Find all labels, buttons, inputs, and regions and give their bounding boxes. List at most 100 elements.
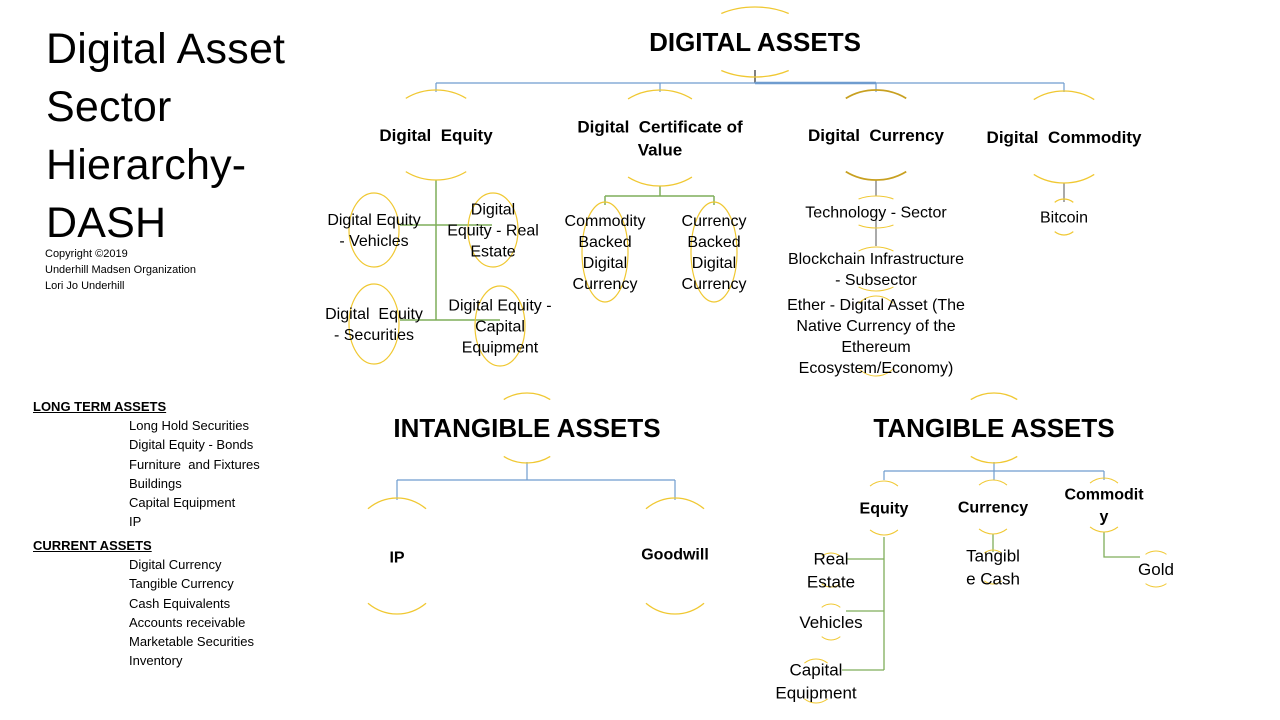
digital-currency-child-0-label-line: Technology - Sector bbox=[805, 205, 947, 222]
digital-asset-node-0-bottom-arc bbox=[405, 171, 467, 181]
digital-currency-child-1-bottom-arc bbox=[858, 286, 894, 292]
tangible-node-0-top-arc bbox=[869, 480, 899, 487]
list-item: Digital Currency bbox=[129, 557, 222, 572]
digital-currency-child-2-bottom-arc bbox=[858, 368, 894, 377]
tangible-currency-child-0-label-line: e Cash bbox=[966, 569, 1020, 588]
digital-equity-child-2-label: Digital Equity- Securities bbox=[325, 306, 423, 344]
intangible-child-0-label-line: IP bbox=[389, 550, 404, 567]
list-item: Digital Equity - Bonds bbox=[129, 437, 254, 453]
tangible-node-0-bottom-arc bbox=[869, 529, 899, 536]
digital-certificate-child-1-label-line: Backed bbox=[687, 234, 740, 251]
digital-currency-child-2-label-line: Ecosystem/Economy) bbox=[799, 360, 954, 377]
digital-currency-child-2-label-line: Native Currency of the bbox=[796, 318, 955, 335]
digital-certificate-child-1-label-line: Currency bbox=[682, 276, 747, 293]
digital-equity-child-0-ellipse bbox=[348, 192, 400, 268]
digital-asset-node-2-top-arc bbox=[845, 89, 907, 100]
tangible-equity-child-2-top-arc bbox=[804, 658, 828, 664]
digital-equity-child-3-label-line: Equipment bbox=[462, 340, 539, 357]
digital-currency-child-2-label-line: Ether - Digital Asset (The bbox=[787, 297, 965, 314]
tangible-equity-child-0-bottom-arc bbox=[821, 583, 841, 588]
tangible-root-label: TANGIBLE ASSETS bbox=[873, 413, 1114, 443]
digital-certificate-child-0-ellipse bbox=[581, 201, 629, 303]
current-assets-heading: CURRENT ASSETS bbox=[33, 538, 152, 553]
tangible-equity-child-1-top-arc bbox=[821, 603, 841, 608]
list-item: Buildings bbox=[129, 475, 182, 491]
digital-equity-child-1-label-line: Equity - Real bbox=[447, 223, 539, 240]
node-labels: DIGITAL ASSETS Digital Equity Digital Cert… bbox=[325, 27, 1174, 702]
list-item: Long Hold Securities bbox=[129, 418, 249, 433]
digital-certificate-child-0-label-line: Digital bbox=[583, 255, 627, 272]
digital-certificate-child-1-label-line: Currency bbox=[682, 213, 747, 230]
tangible-node-2-label: Commodit y bbox=[1064, 487, 1144, 526]
digital-asset-node-2-label: Digital Currency bbox=[808, 126, 945, 145]
digital-asset-node-0-label: Digital Equity bbox=[379, 126, 493, 145]
tangible-node-2-bottom-arc bbox=[1089, 526, 1119, 533]
tangible-commodity-child-0-label: Gold bbox=[1138, 560, 1174, 579]
tangible-node-1-bottom-arc bbox=[978, 528, 1008, 535]
digital-asset-node-2-label-line: Digital Currency bbox=[808, 126, 945, 145]
tangible-currency-child-0-bottom-arc bbox=[983, 580, 1003, 585]
tangible-equity-child-0-label-line: Real bbox=[814, 549, 849, 568]
copyright-block: Copyright ©2019 Underhill Madsen Organiz… bbox=[45, 246, 196, 294]
list-item: Cash Equivalents bbox=[129, 595, 231, 611]
digital-currency-child-0-bottom-arc bbox=[858, 224, 894, 229]
intangible-root-bottom-arc bbox=[503, 455, 551, 464]
tangible-node-0-label: Equity bbox=[860, 501, 909, 518]
digital-currency-child-0-label: Technology - Sector bbox=[805, 205, 947, 222]
intangible-child-1-label-line: Goodwill bbox=[641, 547, 709, 564]
tangible-root-label-line: TANGIBLE ASSETS bbox=[873, 413, 1114, 443]
intangible-child-1-label: Goodwill bbox=[641, 547, 709, 564]
copyright-line: Underhill Madsen Organization bbox=[45, 264, 197, 276]
tangible-equity-child-0-label-line: Estate bbox=[807, 572, 855, 591]
tangible-node-2-label-line: Commodit bbox=[1064, 487, 1144, 504]
digital-currency-child-0-top-arc bbox=[858, 195, 894, 200]
digital-asset-node-0-label-line: Digital Equity bbox=[379, 126, 493, 145]
long-term-assets-list: Long Hold Securities Digital Equity - Bo… bbox=[129, 416, 260, 532]
digital-asset-node-3-label: Digital Commodity bbox=[987, 128, 1142, 147]
tangible-commodity-child-0-label-line: Gold bbox=[1138, 560, 1174, 579]
digital-asset-node-0-top-arc bbox=[405, 89, 467, 99]
tangible-equity-child-2-bottom-arc bbox=[804, 698, 828, 704]
digital-certificate-child-0-label-line: Commodity bbox=[565, 213, 646, 230]
list-item: IP bbox=[129, 514, 142, 530]
digital-asset-node-1-top-arc bbox=[627, 89, 693, 100]
tangible-node-0-label-line: Equity bbox=[860, 501, 909, 518]
digital-asset-node-2-bottom-arc bbox=[845, 170, 907, 181]
tangible-node-2-label-line: y bbox=[1100, 509, 1109, 526]
digital-assets-root-label: DIGITAL ASSETS bbox=[649, 27, 861, 57]
tangible-root-top-arc bbox=[970, 392, 1018, 401]
digital-commodity-child-0-top-arc bbox=[1054, 198, 1074, 203]
digital-asset-node-1-label-line: Digital Certificate of bbox=[577, 117, 743, 136]
list-item: Accounts receivable bbox=[129, 614, 246, 630]
digital-equity-child-2-label-line: - Securities bbox=[334, 327, 414, 344]
intangible-child-0-top-arc bbox=[367, 497, 427, 510]
list-item: Furniture and Fixtures bbox=[129, 456, 260, 472]
digital-currency-child-1-label-line: - Subsector bbox=[835, 272, 917, 289]
list-item: Tangible Currency bbox=[129, 576, 234, 592]
intangible-child-0-label: IP bbox=[389, 550, 404, 567]
digital-commodity-child-0-bottom-arc bbox=[1054, 231, 1074, 236]
digital-equity-child-0-label: Digital Equity- Vehicles bbox=[327, 212, 420, 250]
connector-line bbox=[1103, 532, 1140, 558]
digital-equity-child-1-label-line: Digital bbox=[471, 202, 515, 219]
digital-currency-child-1-label: Blockchain Infrastructure- Subsector bbox=[788, 251, 964, 289]
intangible-root-label-line: INTANGIBLE ASSETS bbox=[393, 413, 660, 443]
intangible-child-1-bottom-arc bbox=[645, 602, 705, 615]
digital-equity-child-3-ellipse bbox=[474, 285, 526, 367]
tangible-node-1-label: Currency bbox=[958, 500, 1028, 517]
digital-assets-root-bottom-arc bbox=[721, 69, 789, 78]
digital-assets-root-label-line: DIGITAL ASSETS bbox=[649, 27, 861, 57]
title-line: Digital Asset bbox=[46, 25, 286, 73]
digital-asset-node-1-bottom-arc bbox=[627, 176, 693, 187]
digital-currency-child-2-label-line: Ethereum bbox=[841, 339, 910, 356]
digital-assets-root-top-arc bbox=[721, 6, 789, 15]
tangible-currency-child-0-label-line: Tangibl bbox=[966, 546, 1020, 565]
tangible-commodity-child-0-bottom-arc bbox=[1145, 583, 1167, 588]
digital-asset-node-3-top-arc bbox=[1033, 90, 1095, 101]
